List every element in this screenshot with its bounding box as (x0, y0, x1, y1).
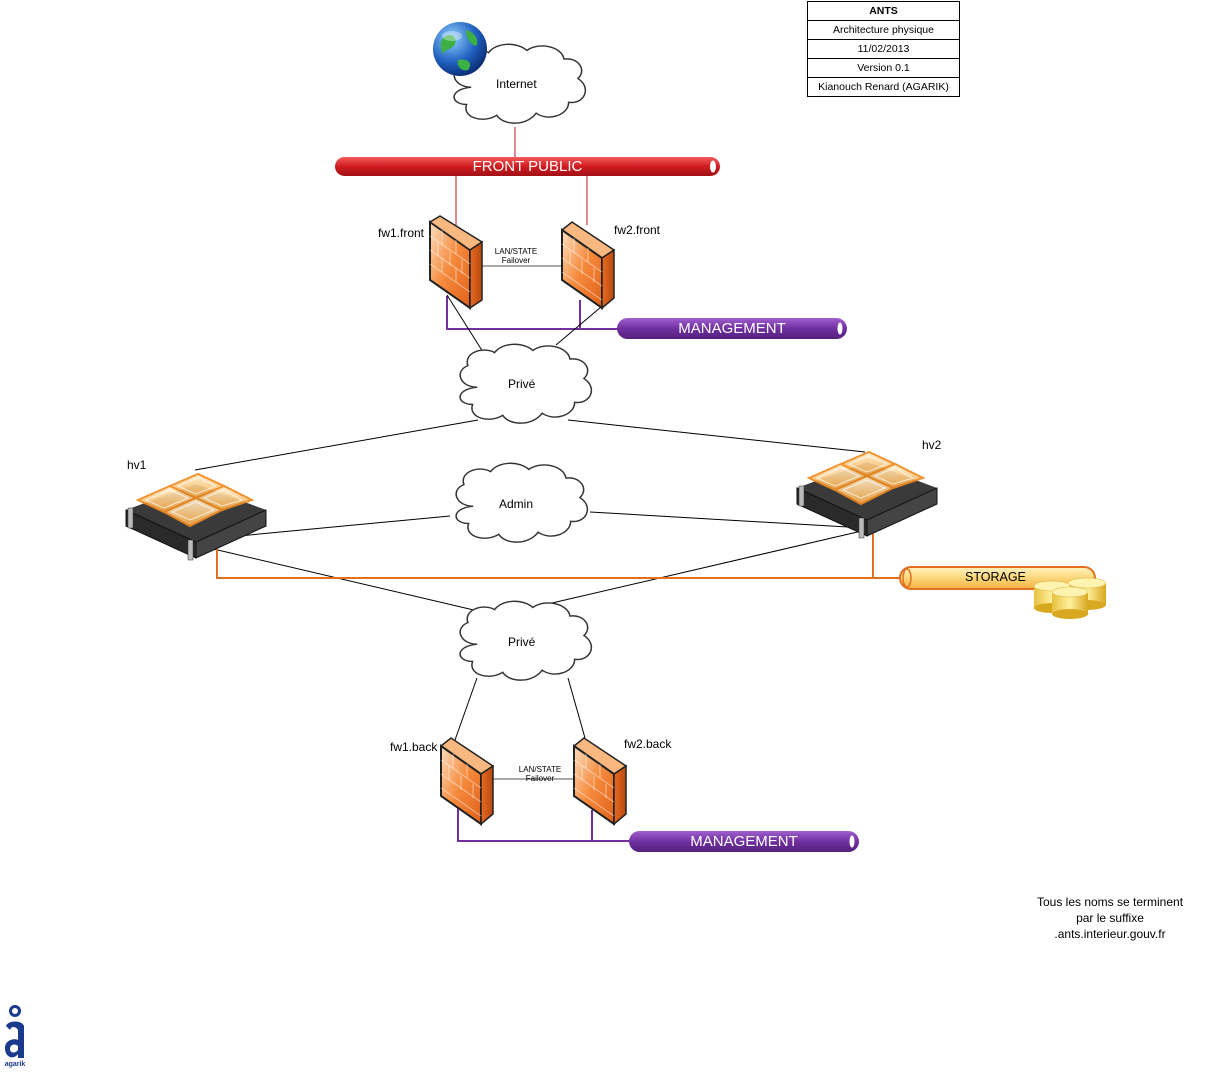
device-label-fw1-back: fw1.back (390, 740, 438, 754)
agarik-logo-text: agarik (4, 1061, 26, 1068)
link-fw2-prive (555, 306, 602, 346)
failover-bottom-line2: Failover (525, 774, 555, 783)
link-prive-hv2 (567, 419, 866, 453)
device-label-hv2: hv2 (922, 438, 942, 452)
title-author: Kianouch Renard (AGARIK) (808, 78, 959, 97)
storage-disks-icon (1033, 577, 1107, 619)
agarik-logo-icon (5, 1005, 24, 1058)
note-line-3: .ants.interieur.gouv.fr (1054, 927, 1166, 941)
device-label-fw1-front: fw1.front (378, 226, 425, 240)
link-admin-hv2 (589, 511, 866, 529)
network-label-storage: STORAGE (965, 570, 1026, 584)
failover-label-top: LAN/STATE Failover (484, 247, 548, 265)
agarik-logo: agarik (2, 1002, 28, 1072)
failover-bottom-line1: LAN/STATE (518, 765, 562, 774)
title-version: Version 0.1 (808, 59, 959, 78)
title-date: 11/02/2013 (808, 40, 959, 59)
link-management-top (446, 296, 620, 330)
device-label-fw2-front: fw2.front (614, 223, 661, 237)
note-line-1: Tous les noms se terminent (1036, 895, 1184, 909)
pipe-management-bottom (629, 831, 859, 852)
cloud-label-prive-top: Privé (508, 377, 536, 391)
link-prive-fw2-back (567, 677, 586, 739)
link-management-bottom (457, 808, 632, 842)
title-subtitle: Architecture physique (808, 21, 959, 40)
network-label-management-bottom: MANAGEMENT (690, 833, 798, 850)
pipe-management-top (617, 318, 847, 339)
failover-top-line2: Failover (501, 256, 531, 265)
device-label-fw2-back: fw2.back (624, 737, 672, 751)
failover-top-line1: LAN/STATE (494, 247, 538, 256)
cloud-admin (455, 462, 589, 543)
network-label-front-public: FRONT PUBLIC (472, 158, 583, 175)
globe-icon (433, 22, 487, 76)
link-prive-hv1 (194, 419, 479, 471)
cloud-label-internet: Internet (496, 77, 537, 91)
link-admin-hv1 (227, 515, 451, 538)
firewall-icon-fw2-front (560, 221, 616, 310)
link-prive-fw1-back (454, 677, 478, 741)
failover-label-bottom: LAN/STATE Failover (508, 765, 572, 783)
connection-lines (194, 127, 902, 842)
cloud-prive-bottom (459, 600, 593, 681)
naming-note: Tous les noms se terminent par le suffix… (1010, 894, 1205, 942)
title-project: ANTS (808, 2, 959, 21)
cloud-prive-top (459, 343, 593, 424)
server-icon-hv1 (125, 472, 267, 561)
network-label-management-top: MANAGEMENT (678, 320, 786, 337)
firewall-icon-fw2-back (572, 737, 628, 826)
firewall-icon-fw1-front (428, 215, 484, 310)
link-hv2-prive-bottom (551, 529, 867, 604)
server-icon-hv2 (796, 450, 938, 539)
cloud-label-admin: Admin (499, 497, 534, 511)
link-storage (216, 545, 902, 579)
device-label-hv1: hv1 (127, 458, 147, 472)
link-fw1-prive (446, 294, 484, 353)
firewall-icon-fw1-back (439, 737, 495, 826)
note-line-2: par le suffixe (1076, 911, 1144, 925)
pipe-front-public (335, 157, 720, 176)
cloud-label-prive-bottom: Privé (508, 635, 536, 649)
title-block: ANTS Architecture physique 11/02/2013 Ve… (807, 1, 960, 97)
